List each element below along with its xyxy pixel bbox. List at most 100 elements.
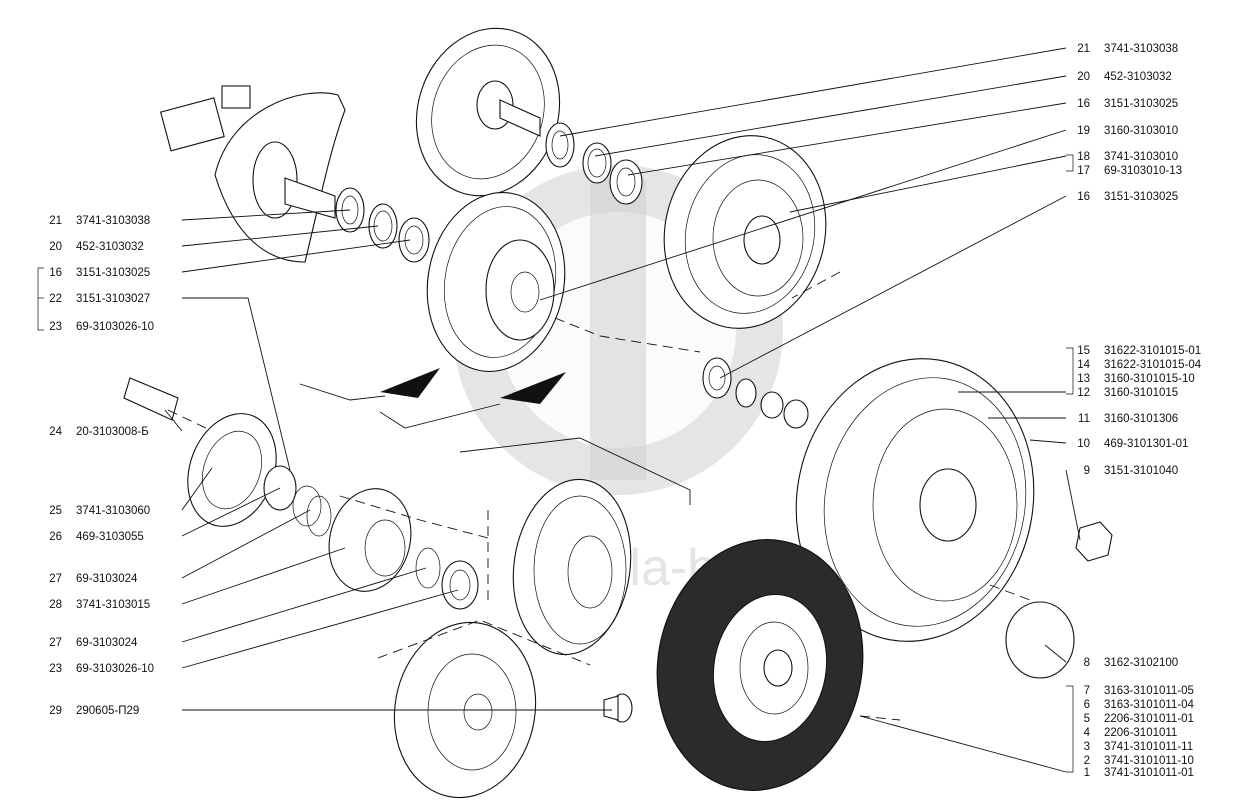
leader-line bbox=[1065, 469, 1081, 541]
direction-arrows bbox=[299, 368, 566, 429]
callout-part-code: 3160-3101015-10 bbox=[1104, 373, 1195, 385]
callout-number: 22 bbox=[49, 293, 62, 305]
callout-number: 16 bbox=[1077, 98, 1090, 110]
leader-line bbox=[559, 47, 1067, 137]
callout-part-code: 2206-3101011 bbox=[1104, 727, 1177, 739]
callout-number: 8 bbox=[1084, 657, 1090, 669]
leader-line bbox=[539, 129, 1067, 301]
leader-line bbox=[1044, 644, 1067, 663]
callout-number: 27 bbox=[49, 573, 62, 585]
callout-number: 29 bbox=[49, 705, 62, 717]
callout-right-20: 2 3741-3101011-10 bbox=[1084, 755, 1194, 767]
callout-left-6: 25 3741-3103060 bbox=[49, 467, 213, 517]
leader-line bbox=[181, 467, 213, 511]
callout-part-code: 469-3103055 bbox=[76, 531, 144, 543]
callout-right-2: 16 3151-3103025 bbox=[627, 98, 1178, 176]
callout-part-code: 69-3103026-10 bbox=[76, 321, 154, 333]
callout-part-code: 3741-3103038 bbox=[76, 215, 150, 227]
callout-number: 27 bbox=[49, 637, 62, 649]
callout-part-code: 3741-3103060 bbox=[76, 505, 150, 517]
callout-right-3: 19 3160-3103010 bbox=[539, 125, 1178, 301]
callout-brackets bbox=[37, 154, 1074, 773]
hub-carrier-illustration bbox=[123, 377, 479, 610]
brake-drum-illustration bbox=[663, 135, 827, 329]
callout-part-code: 3741-3101011-01 bbox=[1104, 767, 1194, 779]
callout-part-code: 69-3103010-13 bbox=[1104, 165, 1182, 177]
callout-number: 25 bbox=[49, 505, 62, 517]
leader-line bbox=[789, 155, 1067, 213]
callout-number: 21 bbox=[1077, 43, 1090, 55]
callout-part-code: 3151-3101040 bbox=[1104, 465, 1178, 477]
leader-line bbox=[859, 715, 1067, 773]
callout-part-code: 3151-3103027 bbox=[76, 293, 150, 305]
callout-part-code: 3741-3103038 bbox=[1104, 43, 1178, 55]
callout-part-code: 3151-3103025 bbox=[1104, 191, 1178, 203]
callout-number: 15 bbox=[1077, 345, 1090, 357]
callout-part-code: 3151-3103025 bbox=[1104, 98, 1178, 110]
callout-right-9: 13 3160-3101015-10 bbox=[1077, 373, 1195, 385]
hub-nut-illustration bbox=[702, 357, 809, 429]
callout-number: 19 bbox=[1077, 125, 1090, 137]
callout-part-code: 69-3103024 bbox=[76, 573, 138, 585]
leader-line bbox=[181, 509, 311, 579]
callout-number: 17 bbox=[1077, 165, 1090, 177]
callout-part-code: 69-3103024 bbox=[76, 637, 138, 649]
callout-part-code: 469-3101301-01 bbox=[1104, 438, 1188, 450]
leader-line bbox=[181, 567, 427, 643]
callout-part-code: 3163-3101011-05 bbox=[1104, 685, 1194, 697]
callout-part-code: 3160-3101306 bbox=[1104, 413, 1178, 425]
callout-number: 2 bbox=[1084, 755, 1090, 767]
callout-right-5: 17 69-3103010-13 bbox=[1077, 165, 1182, 177]
callout-left-10: 27 69-3103024 bbox=[49, 567, 427, 649]
callout-left-7: 26 469-3103055 bbox=[49, 487, 281, 543]
callout-part-code: 3151-3103025 bbox=[76, 267, 150, 279]
callout-part-code: 3741-3103010 bbox=[1104, 151, 1178, 163]
callout-right-4: 18 3741-3103010 bbox=[789, 151, 1178, 213]
callout-number: 9 bbox=[1084, 465, 1090, 477]
callout-part-code: 3160-3103010 bbox=[1104, 125, 1178, 137]
callout-number: 18 bbox=[1077, 151, 1090, 163]
wheel-rim-illustration bbox=[795, 358, 1113, 679]
callout-number: 26 bbox=[49, 531, 62, 543]
callout-right-0: 21 3741-3103038 bbox=[559, 43, 1178, 137]
callout-number: 13 bbox=[1077, 373, 1090, 385]
callout-number: 7 bbox=[1084, 685, 1090, 697]
leader-line bbox=[627, 102, 1067, 176]
callout-right-15: 7 3163-3101011-05 bbox=[1084, 685, 1194, 697]
callout-number: 3 bbox=[1084, 741, 1090, 753]
lower-brake-drum-illustration bbox=[512, 478, 632, 656]
callout-part-code: 69-3103026-10 bbox=[76, 663, 154, 675]
wheel-bolt-illustration bbox=[603, 693, 633, 723]
leader-line bbox=[181, 209, 351, 221]
leader-line bbox=[181, 589, 459, 669]
leader-line bbox=[1029, 439, 1067, 444]
callout-number: 10 bbox=[1077, 438, 1090, 450]
callout-number: 20 bbox=[49, 241, 62, 253]
callout-number: 23 bbox=[49, 321, 62, 333]
callout-number: 12 bbox=[1077, 387, 1090, 399]
callout-right-7: 15 31622-3101015-01 bbox=[1077, 345, 1201, 357]
callout-right-12: 10 469-3101301-01 bbox=[1029, 438, 1188, 450]
leader-line bbox=[181, 487, 281, 537]
callout-part-code: 31622-3101015-01 bbox=[1104, 345, 1201, 357]
callout-part-code: 3741-3101011-10 bbox=[1104, 755, 1194, 767]
leader-line bbox=[181, 225, 379, 247]
callout-part-code: 3741-3103015 bbox=[76, 599, 150, 611]
leader-line bbox=[719, 195, 1067, 379]
callout-number: 20 bbox=[1077, 71, 1090, 83]
